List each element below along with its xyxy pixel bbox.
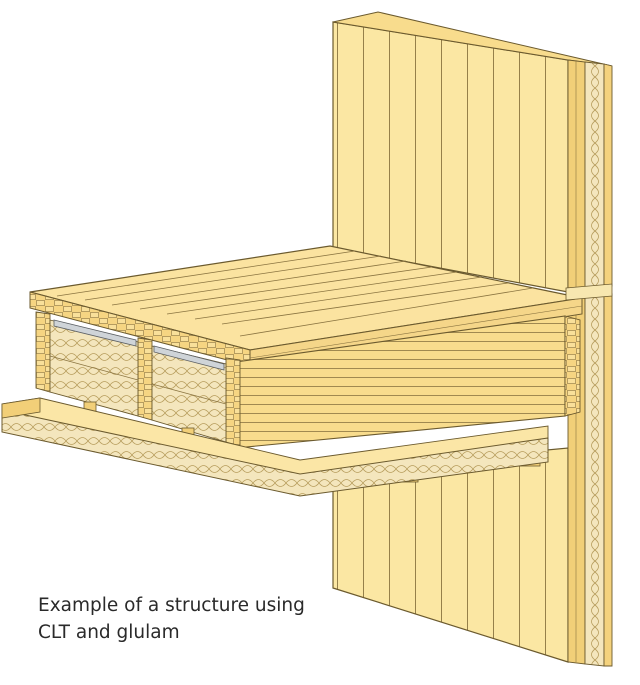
upper-clt-wall bbox=[332, 11, 613, 293]
floor-wall-joint bbox=[565, 283, 613, 301]
ceiling-insulation-panel bbox=[1, 397, 549, 497]
figure-caption: Example of a structure using CLT and glu… bbox=[38, 592, 358, 646]
caption-line-1: Example of a structure using bbox=[38, 595, 305, 616]
glulam-beam bbox=[235, 315, 581, 449]
insulation-between-beams bbox=[49, 319, 227, 443]
metal-channels bbox=[53, 319, 225, 371]
glulam-end-left bbox=[35, 311, 241, 447]
caption-line-2: CLT and glulam bbox=[38, 622, 180, 643]
